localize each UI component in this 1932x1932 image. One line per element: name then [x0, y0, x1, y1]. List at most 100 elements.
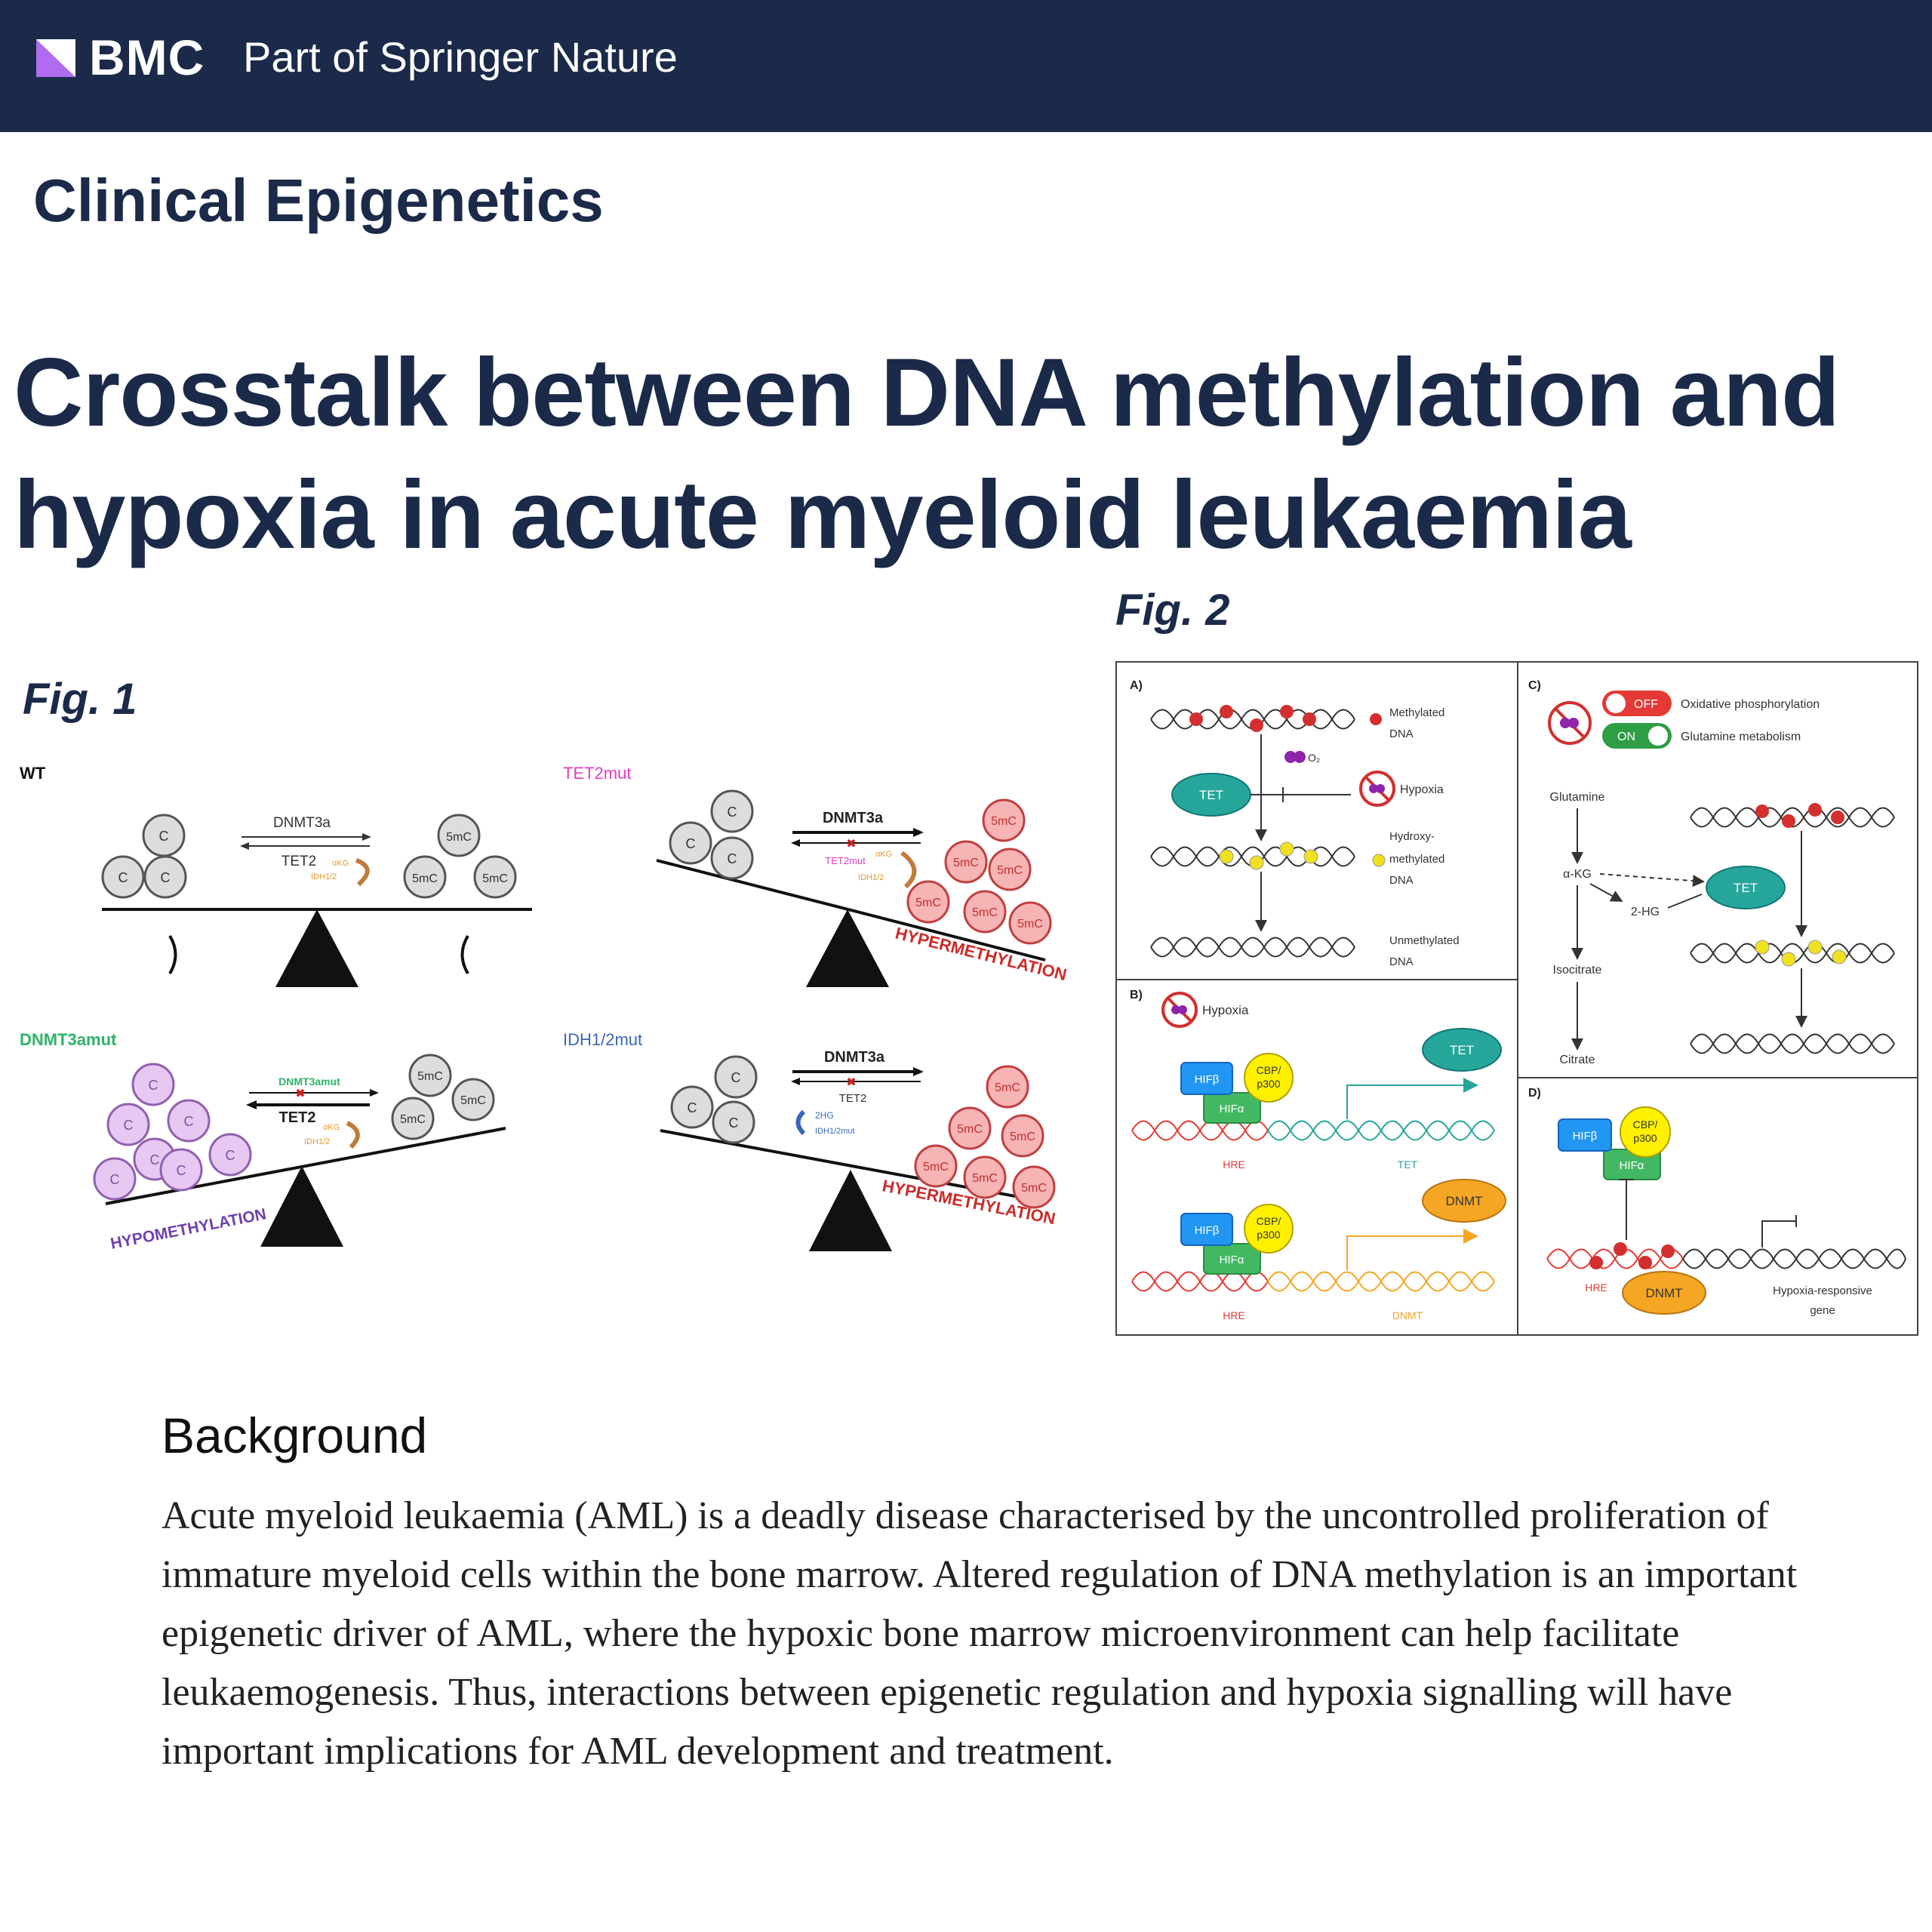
figure-graphic	[809, 1170, 892, 1251]
figure-graphic	[1620, 1106, 1671, 1158]
cell-c: C	[728, 851, 737, 866]
journal-name[interactable]: Clinical Epigenetics	[33, 167, 604, 234]
cell-5mc: 5mC	[972, 1172, 998, 1185]
figure-graphic	[1648, 726, 1668, 746]
figure-graphic	[1376, 784, 1385, 793]
figure-graphic	[240, 842, 249, 850]
hypomethylation-label: HYPOMETHYLATION	[109, 1205, 268, 1253]
figure-graphic: Unmethylated	[1389, 934, 1460, 947]
figure-2-image[interactable]: A) B) C) D) TET O₂ Methylated DNA Hypoxi…	[1113, 659, 1921, 1338]
cell-c: C	[686, 836, 696, 851]
figure-graphic	[1219, 841, 1318, 870]
figure-graphic	[1001, 1114, 1044, 1158]
tet2mut-label: TET2mut	[825, 855, 866, 866]
panel-label-tet2: TET2mut	[563, 764, 631, 783]
figure-graphic	[391, 1054, 495, 1140]
figure-graphic	[1589, 1242, 1675, 1269]
figure-graphic	[1012, 1165, 1056, 1209]
article-title: Crosstalk between DNA methylation and hy…	[14, 339, 1840, 569]
cell-5mc: 5mC	[915, 897, 941, 909]
figure-graphic	[408, 1054, 452, 1097]
bmc-logo-icon[interactable]	[36, 39, 75, 77]
figure-graphic	[275, 909, 358, 987]
figure-graphic	[159, 1148, 203, 1192]
figure-graphic	[1690, 943, 1895, 964]
cell-5mc: 5mC	[460, 1094, 486, 1107]
figure-graphic: 5mC 5mC 5mC	[400, 1070, 486, 1126]
figure-graphic	[93, 1157, 137, 1201]
figure-1-label: Fig. 1	[23, 675, 137, 724]
cell-c: C	[124, 1118, 134, 1133]
panel-label-dnmt3a: DNMT3amut	[20, 1030, 117, 1049]
figure-graphic	[1189, 705, 1316, 732]
figure-graphic	[710, 789, 754, 833]
figure-graphic	[451, 1078, 495, 1121]
figure-graphic	[101, 814, 517, 899]
figure-graphic	[1249, 855, 1264, 870]
figure-graphic	[1250, 718, 1263, 732]
cell-5mc: 5mC	[1017, 918, 1043, 931]
akg-label: αKG	[323, 1123, 340, 1132]
figure-graphic: 5mC 5mC 5mC 5mC 5mC 5mC	[923, 1081, 1047, 1195]
figure-graphic: Glutamine	[1550, 791, 1605, 804]
springer-nature-link[interactable]: Part of Springer Nature	[243, 33, 678, 81]
panel-b: Hypoxia HIFα HIFβ CBP/ p300 HRE TET TET …	[1131, 992, 1506, 1321]
figure-graphic	[1755, 940, 1847, 967]
cell-5mc: 5mC	[991, 815, 1017, 828]
figure-graphic	[714, 1055, 758, 1099]
figure-graphic	[1244, 1053, 1294, 1103]
figure-graphic	[963, 890, 1007, 934]
figure-graphic: CBP/	[1257, 1064, 1281, 1076]
figure-graphic: C C C	[686, 804, 737, 866]
figure-graphic: Isocitrate	[1553, 964, 1602, 977]
figure-graphic	[1303, 849, 1318, 864]
figure-graphic: HIFβ	[1195, 1073, 1220, 1086]
cell-5mc: 5mC	[997, 864, 1023, 877]
figure-graphic	[403, 855, 447, 899]
figure-graphic	[167, 1099, 211, 1143]
toggle-on-label: ON	[1617, 731, 1635, 743]
figure-graphic	[1369, 784, 1378, 793]
figure-graphic	[1267, 1271, 1495, 1292]
figure-graphic	[1131, 1120, 1269, 1141]
figure-graphic	[1682, 1248, 1906, 1269]
tet2-label: TET2	[839, 1092, 867, 1105]
bmc-logo-text[interactable]: BMC	[89, 29, 205, 85]
panel-b-label: B)	[1130, 989, 1143, 1001]
cell-5mc: 5mC	[446, 831, 472, 844]
figure-graphic	[1220, 705, 1233, 718]
figure-graphic	[1546, 1248, 1684, 1269]
cell-c: C	[161, 870, 171, 885]
cell-5mc: 5mC	[953, 857, 979, 869]
figure-graphic: DNMT	[1445, 1194, 1482, 1208]
figure-graphic	[963, 1155, 1007, 1199]
figure-graphic	[1150, 709, 1355, 730]
figure-graphic	[1568, 718, 1579, 728]
figure-graphic	[1303, 712, 1316, 726]
tet-enzyme-label: TET	[1199, 788, 1223, 802]
figure-graphic: Hydroxy-	[1389, 830, 1435, 843]
figure-1-image[interactable]: WT TET2mut DNMT3amut IDH1/2mut C C C 5mC…	[15, 747, 1087, 1291]
figure-graphic	[1558, 1118, 1612, 1152]
figure-graphic	[1589, 1256, 1603, 1269]
figure-graphic	[1189, 712, 1203, 726]
cell-5mc: 5mC	[400, 1113, 426, 1126]
cell-c: C	[118, 870, 128, 885]
figure-graphic	[1560, 718, 1571, 728]
cell-5mc: 5mC	[1010, 1131, 1035, 1143]
figure-graphic	[1150, 937, 1355, 958]
cell-c: C	[729, 1115, 739, 1131]
figure-graphic	[1008, 901, 1052, 945]
figure-graphic	[914, 1065, 1056, 1209]
cell-c: C	[159, 829, 169, 844]
tet2-panel: C C C 5mC 5mC 5mC 5mC 5mC 5mC DNMT3a ✖ T…	[656, 789, 1069, 987]
cell-c: C	[226, 1148, 235, 1163]
figure-graphic: ✖	[295, 1088, 305, 1100]
akg-label: αKG	[875, 850, 892, 859]
dnmt3a-panel: C C C C C C C 5mC 5mC 5mC DNMT3amut ✖ TE…	[93, 1054, 506, 1253]
figure-graphic	[656, 859, 1046, 961]
figure-graphic: Glutamine metabolism	[1681, 731, 1801, 743]
figure-graphic: HRE	[1585, 1281, 1607, 1294]
figure-2-label: Fig. 2	[1115, 586, 1230, 635]
figure-graphic	[1661, 1244, 1675, 1258]
